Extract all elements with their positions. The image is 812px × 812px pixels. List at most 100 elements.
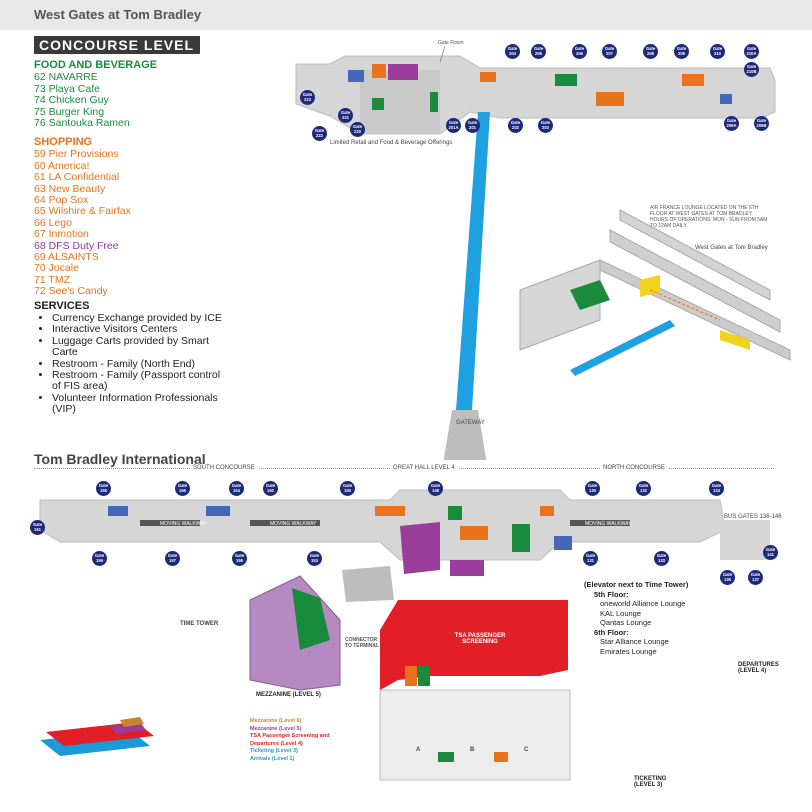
shop-item: 71 TMZ <box>34 273 70 286</box>
shop-item: 65 Wilshire & Fairfax <box>34 205 131 218</box>
gate-marker[interactable]: Gate 201A <box>446 118 461 133</box>
service-item: Restroom - Family (Passport control of F… <box>52 369 224 393</box>
tbit-title: Tom Bradley International <box>34 451 206 467</box>
gate-marker[interactable]: Gate 141 <box>763 545 778 560</box>
gate-marker[interactable]: Gate 203 <box>538 118 553 133</box>
lounge-item: KAL Lounge <box>600 608 642 618</box>
moving-walkway <box>570 520 630 526</box>
lounge-item: oneworld Alliance Lounge <box>600 599 686 608</box>
gate-marker[interactable]: Gate 148 <box>428 481 443 496</box>
food-item: 75 Burger King <box>34 105 105 118</box>
food-store <box>418 666 430 686</box>
departures-label: DEPARTURES (LEVEL 4) <box>738 662 779 674</box>
gate-marker[interactable]: Gate 130 <box>585 481 600 496</box>
gate-room-label: Gate Room <box>438 40 464 46</box>
service-item: Volunteer Information Professionals (VIP… <box>52 392 224 416</box>
gate-marker[interactable]: Gate 202 <box>508 118 523 133</box>
shop-item: 60 America! <box>34 159 90 172</box>
food-store <box>512 524 530 552</box>
food-item: 73 Playa Cafe <box>34 82 100 95</box>
shop-store <box>682 74 704 86</box>
shop-store <box>540 506 554 516</box>
gate-marker[interactable]: Gate 220 <box>350 122 365 137</box>
food-store <box>430 92 438 112</box>
level-legend-item: Mezzanine (Level 6) <box>250 718 302 724</box>
moving-walkway-label: MOVING WALKWAY <box>585 521 632 527</box>
gate-marker[interactable]: Gate 210 <box>710 44 725 59</box>
food-store <box>448 506 462 520</box>
gate-marker[interactable]: Gate 133 <box>654 551 669 566</box>
gate-marker[interactable]: Gate 134 <box>709 481 724 496</box>
shop-item: 64 Pop Sox <box>34 194 89 207</box>
gate-marker[interactable]: Gate 209A <box>724 116 739 131</box>
gate-marker[interactable]: Gate 132 <box>636 481 651 496</box>
isometric-diagram <box>519 209 791 376</box>
gate-marker[interactable]: Gate 210A <box>744 44 759 59</box>
elevator-6th-label: 6th Floor: <box>594 627 629 637</box>
elevator-heading: (Elevator next to Time Tower) <box>584 580 689 589</box>
shop-heading: SHOPPING <box>34 136 93 148</box>
moving-walkway <box>250 520 320 526</box>
level-legend: Mezzanine (Level 6) Mezzanine (Level 5) … <box>250 718 340 763</box>
shop-store <box>596 92 624 106</box>
gate-marker[interactable]: Gate 150 <box>340 481 355 496</box>
lounge-item: Star Alliance Lounge <box>600 637 669 646</box>
shop-item-duty-free: 68 DFS Duty Free <box>34 239 119 252</box>
gate-marker[interactable]: Gate 204 <box>505 44 520 59</box>
gateway-bridge <box>456 112 490 410</box>
gate-marker[interactable]: Gate 210B <box>744 62 759 77</box>
gate-marker[interactable]: Gate 207 <box>602 44 617 59</box>
gate-marker[interactable]: Gate 201 <box>465 118 480 133</box>
shop-store <box>494 752 508 762</box>
gate-marker[interactable]: Gate 209B <box>754 116 769 131</box>
gate-marker[interactable]: Gate 137 <box>748 570 763 585</box>
gate-marker[interactable]: Gate 135 <box>720 570 735 585</box>
gate-marker[interactable]: Gate 159 <box>92 551 107 566</box>
lounge-item: Qantas Lounge <box>600 618 652 627</box>
time-tower-label: TIME TOWER <box>180 621 219 627</box>
food-item: 76 Santouka Ramen <box>34 117 130 130</box>
concourse-level-badge: CONCOURSE LEVEL <box>34 36 201 54</box>
tbit-map <box>39 489 770 781</box>
gateway-connector <box>443 410 487 460</box>
duty-free-store <box>450 560 484 576</box>
shop-item: 70 Jocale <box>34 262 79 275</box>
level-legend-item: TSA Passenger Screening and Departures (… <box>250 733 330 747</box>
page-title: West Gates at Tom Bradley <box>34 7 202 22</box>
gate-marker[interactable]: Gate 152 <box>263 481 278 496</box>
gate-marker[interactable]: Gate 151 <box>30 520 45 535</box>
gate-marker[interactable]: Gate 222 <box>312 126 327 141</box>
counter-label: C <box>524 747 529 753</box>
gate-marker[interactable]: Gate 205 <box>531 44 546 59</box>
gate-marker[interactable]: Gate 208 <box>643 44 658 59</box>
north-concourse-label: NORTH CONCOURSE <box>600 465 668 471</box>
gate-area <box>554 536 572 550</box>
gate-marker[interactable]: Gate 157 <box>165 551 180 566</box>
gate-marker[interactable]: Gate 209 <box>674 44 689 59</box>
elevator-5th-label: 5th Floor: <box>594 589 629 599</box>
gate-marker[interactable]: Gate 155 <box>232 551 247 566</box>
shop-item: 69 ALSAINTS <box>34 251 99 264</box>
gate-marker[interactable]: Gate 206 <box>572 44 587 59</box>
gate-marker[interactable]: Gate 223 <box>300 90 315 105</box>
level-legend-item: Mezzanine (Level 5) <box>250 725 302 732</box>
counter-label: A <box>416 747 421 753</box>
gate-marker[interactable]: Gate 156 <box>175 481 190 496</box>
shop-store <box>375 506 405 516</box>
services-heading: SERVICES <box>34 300 90 312</box>
level-legend-item: Arrivals (Level 1) <box>250 755 295 762</box>
gate-marker[interactable]: Gate 158 <box>96 481 111 496</box>
food-heading: FOOD AND BEVERAGE <box>34 59 158 71</box>
west-gates-map <box>295 45 791 460</box>
duty-free-store <box>388 64 418 80</box>
gate-marker[interactable]: Gate 153 <box>307 551 322 566</box>
gate-marker[interactable]: Gate 131 <box>583 551 598 566</box>
gate-marker[interactable]: Gate 154 <box>229 481 244 496</box>
bus-gate-area <box>720 520 770 560</box>
gate-marker[interactable]: Gate 221 <box>338 108 353 123</box>
moving-walkway-label: MOVING WALKWAY <box>270 521 317 527</box>
duty-free-store <box>400 522 440 574</box>
food-item: 62 NAVARRE <box>34 71 98 84</box>
food-store <box>438 752 454 762</box>
gate-area <box>108 506 128 516</box>
